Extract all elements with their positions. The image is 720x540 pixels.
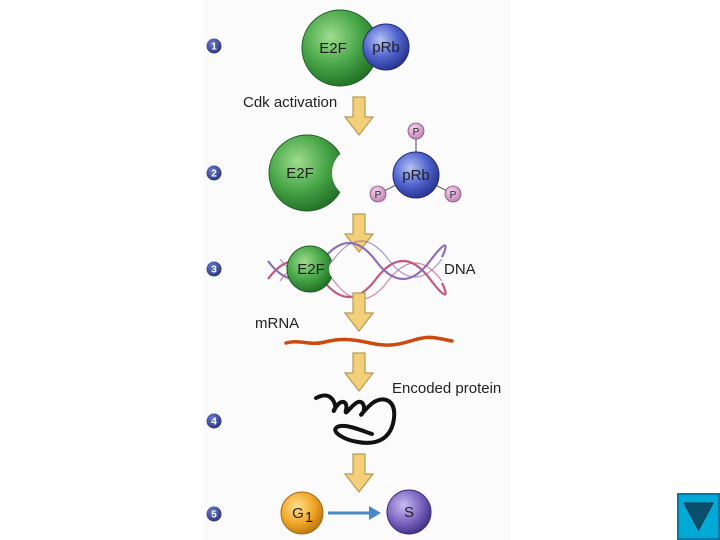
phosphorylated-prb: pRb P P P (369, 122, 462, 203)
phosphate-top: P (407, 122, 425, 140)
arrow-down-3 (344, 292, 374, 332)
g1-subscript: 1 (305, 509, 313, 526)
prb-label: pRb (372, 39, 400, 56)
step-4-badge: 4 (206, 413, 222, 429)
arrow-down-1 (344, 96, 374, 136)
prb-protein (392, 151, 440, 199)
svg-text:5: 5 (211, 510, 217, 521)
step-1-badge: 1 (206, 38, 222, 54)
e2f-label: E2F (319, 40, 347, 57)
e2f-on-dna: E2F (286, 245, 334, 293)
svg-text:P: P (450, 190, 457, 201)
svg-text:1: 1 (211, 42, 217, 53)
g1-to-s-arrow (328, 506, 381, 520)
g1-phase: G 1 (280, 491, 324, 535)
step-5-badge: 5 (206, 506, 222, 522)
e2f-label: E2F (297, 261, 325, 278)
step-2-badge: 2 (206, 165, 222, 181)
dna-label: DNA (444, 261, 476, 278)
mrna-strand (284, 335, 454, 347)
prb-label: pRb (402, 167, 430, 184)
phosphate-left: P (369, 185, 387, 203)
s-label: S (404, 504, 414, 521)
next-slide-button[interactable] (677, 493, 720, 540)
figure-panel (203, 0, 510, 540)
encoded-protein-squiggle (314, 393, 397, 445)
e2f-label: E2F (286, 165, 314, 182)
svg-text:4: 4 (211, 417, 217, 428)
s-phase: S (386, 489, 432, 535)
prb-protein (362, 23, 410, 71)
step-3-badge: 3 (206, 261, 222, 277)
cdk-activation-label: Cdk activation (243, 94, 337, 111)
svg-text:2: 2 (211, 169, 217, 180)
e2f-released: E2F (268, 134, 346, 212)
mrna-label: mRNA (255, 315, 299, 332)
svg-text:P: P (413, 127, 420, 138)
e2f-prb-complex: E2F pRb (301, 9, 410, 87)
g1-label: G (292, 505, 304, 522)
arrow-down-5 (344, 453, 374, 493)
phosphate-right: P (444, 185, 462, 203)
arrow-down-4 (344, 352, 374, 392)
svg-text:P: P (375, 190, 382, 201)
triangle-down-icon (683, 502, 714, 532)
svg-text:3: 3 (211, 265, 217, 276)
encoded-protein-label: Encoded protein (392, 380, 501, 397)
